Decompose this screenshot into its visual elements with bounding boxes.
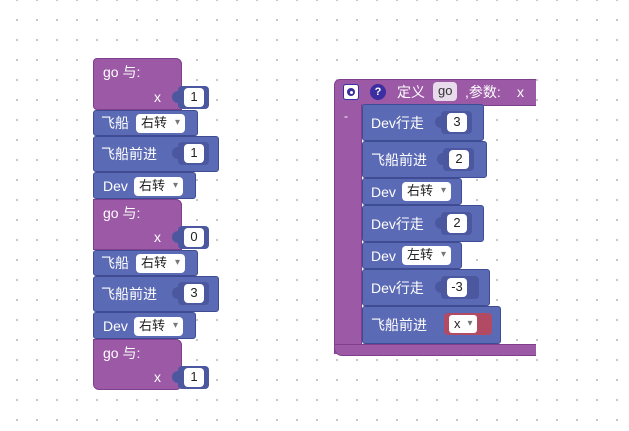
define-label: 定义 bbox=[397, 84, 425, 100]
walk-value-input[interactable]: 2 bbox=[447, 214, 467, 233]
params-label: ,参数: bbox=[465, 84, 501, 100]
ship-turn-label: 飞船 bbox=[101, 255, 129, 271]
function-name-field[interactable]: go bbox=[433, 82, 458, 101]
walk-value-input[interactable]: 3 bbox=[447, 113, 467, 132]
ship-forward-block[interactable] bbox=[362, 306, 501, 344]
direction-dropdown[interactable]: 右转 bbox=[136, 114, 186, 133]
direction-dropdown[interactable]: 左转 bbox=[402, 246, 452, 265]
procedure-call-go[interactable] bbox=[93, 199, 182, 250]
dev-walk-label: Dev行走 bbox=[371, 280, 424, 296]
procedure-call-label: go 与: bbox=[103, 64, 141, 80]
procedure-call-go[interactable] bbox=[93, 339, 182, 390]
direction-dropdown[interactable]: 右转 bbox=[402, 182, 452, 201]
dev-turn-label: Dev bbox=[103, 178, 128, 194]
help-icon[interactable]: ? bbox=[370, 84, 386, 100]
forward-value-input[interactable]: 3 bbox=[184, 284, 204, 303]
ship-forward-label: 飞船前进 bbox=[371, 152, 427, 168]
procedure-call-go[interactable] bbox=[93, 58, 182, 110]
variable-x-reporter[interactable]: x bbox=[444, 313, 492, 335]
procedure-call-label: go 与: bbox=[103, 345, 141, 361]
direction-dropdown[interactable]: 右转 bbox=[134, 317, 184, 336]
dev-walk-label: Dev行走 bbox=[371, 216, 424, 232]
direction-dropdown[interactable]: 右转 bbox=[134, 177, 184, 196]
forward-value-input[interactable]: 1 bbox=[184, 144, 204, 163]
param-label-x: x bbox=[154, 369, 161, 385]
dev-turn-label: Dev bbox=[371, 184, 396, 200]
direction-dropdown[interactable]: 右转 bbox=[136, 254, 186, 273]
collapse-marker[interactable]: - bbox=[344, 109, 348, 123]
param-value-input[interactable]: 1 bbox=[184, 88, 204, 107]
param-label-x: x bbox=[154, 229, 161, 245]
ship-forward-label: 飞船前进 bbox=[371, 317, 427, 333]
ship-turn-label: 飞船 bbox=[101, 115, 129, 131]
dev-turn-label: Dev bbox=[103, 318, 128, 334]
param-value-input[interactable]: 0 bbox=[184, 228, 204, 247]
dev-turn-label: Dev bbox=[371, 248, 396, 264]
ship-forward-label: 飞船前进 bbox=[101, 146, 157, 162]
procedure-call-label: go 与: bbox=[103, 205, 141, 221]
forward-value-input[interactable]: 2 bbox=[449, 150, 469, 169]
ship-forward-label: 飞船前进 bbox=[101, 286, 157, 302]
param-value-input[interactable]: 1 bbox=[184, 368, 204, 387]
definition-footer bbox=[334, 344, 536, 356]
gear-icon[interactable] bbox=[343, 84, 359, 100]
param-name: x bbox=[517, 84, 524, 100]
walk-value-input[interactable]: -3 bbox=[447, 278, 467, 297]
dev-walk-label: Dev行走 bbox=[371, 115, 424, 131]
variable-dropdown[interactable]: x bbox=[449, 315, 477, 333]
param-label-x: x bbox=[154, 89, 161, 105]
definition-spine bbox=[334, 104, 362, 354]
